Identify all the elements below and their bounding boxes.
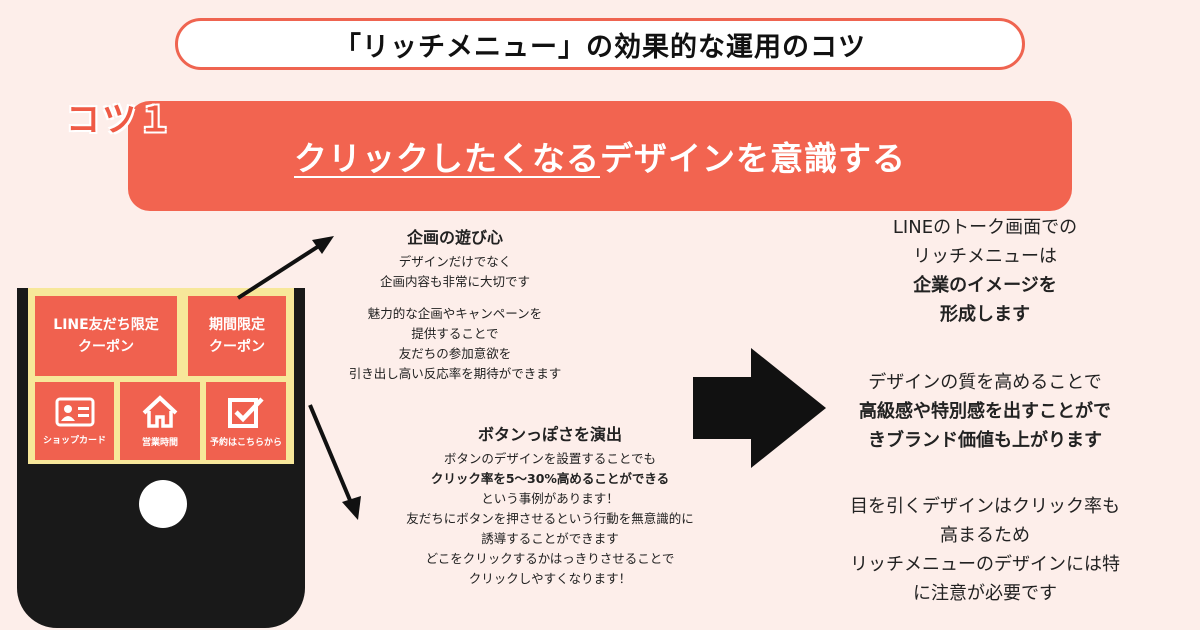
- home-button: [139, 480, 187, 528]
- tile-friend-coupon-line1: LINE友だち限定: [53, 317, 159, 333]
- tile-business-hours-label: 営業時間: [141, 437, 178, 448]
- button-line: クリックしやすくなります！: [468, 571, 632, 586]
- fun-line: 友だちの参加意欲を: [398, 346, 512, 361]
- rich-menu-screen: LINE友だち限定 クーポン 期間限定 クーポン ショップカード: [28, 288, 294, 464]
- right-block-attention: 目を引くデザインはクリック率も 高まるため リッチメニューのデザインには特 に注…: [805, 492, 1165, 608]
- tile-period-coupon: 期間限定 クーポン: [188, 296, 286, 376]
- right-line: 高まるため: [940, 525, 1030, 546]
- tile-period-coupon-line2: クーポン: [209, 339, 265, 355]
- right-block-quality: デザインの質を高めることで 高級感や特別感を出すことがで きブランド価値も上がり…: [805, 368, 1165, 455]
- section-button-feel-heading: ボタンっぽさを演出: [477, 425, 622, 444]
- button-line: どこをクリックするかはっきりさせることで: [425, 551, 675, 566]
- tile-period-coupon-line1: 期間限定: [209, 317, 265, 333]
- banner-underlined-text: クリックしたくなる: [294, 139, 600, 178]
- banner-text: デザインを意識する: [600, 139, 906, 178]
- page-title-text: 「リッチメニュー」の効果的な運用のコツ: [334, 31, 866, 63]
- tile-friend-coupon-line2: クーポン: [77, 339, 134, 355]
- checkbox-icon: [228, 396, 264, 428]
- section-planning-fun: 企画の遊び心 デザインだけでなく 企画内容も非常に大切です 魅力的な企画やキャン…: [305, 228, 605, 384]
- section-planning-fun-heading: 企画の遊び心: [406, 228, 503, 247]
- fun-line: 引き出し高い反応率を期待ができます: [348, 366, 562, 381]
- button-line-bold: クリック率を5〜30%高めることができる: [430, 471, 670, 486]
- right-line: LINEのトーク画面での: [892, 217, 1078, 238]
- big-arrow-right-icon: [693, 348, 826, 468]
- right-line: に注意が必要です: [913, 583, 1057, 604]
- right-line-bold: 企業のイメージを: [913, 275, 1057, 296]
- tile-shop-card-label: ショップカード: [42, 435, 106, 446]
- phone-illustration: LINE友だち限定 クーポン 期間限定 クーポン ショップカード: [17, 288, 305, 628]
- tile-friend-coupon: LINE友だち限定 クーポン: [35, 296, 177, 376]
- button-line: という事例があります！: [481, 491, 619, 506]
- tile-business-hours: 営業時間: [120, 382, 200, 460]
- button-line: 友だちにボタンを押させるという行動を無意識的に: [406, 511, 694, 526]
- right-line-bold: 高級感や特別感を出すことがで: [859, 401, 1111, 422]
- tile-reservation: 予約はこちらから: [206, 382, 286, 460]
- arrow-up-icon: [236, 236, 334, 300]
- fun-line: 企画内容も非常に大切です: [379, 274, 530, 289]
- right-line: デザインの質を高めることで: [868, 372, 1102, 393]
- right-line-bold: 形成します: [940, 304, 1030, 325]
- fun-line: デザインだけでなく: [398, 254, 512, 269]
- right-line: リッチメニューは: [913, 246, 1057, 267]
- button-line: 誘導することができます: [481, 531, 619, 546]
- right-line-bold: きブランド価値も上がります: [868, 430, 1102, 451]
- fun-line: 提供することで: [411, 326, 499, 341]
- house-icon: [142, 394, 178, 428]
- button-line: ボタンのデザインを設置することでも: [443, 451, 657, 466]
- id-card-icon: [55, 397, 94, 426]
- section-button-feel: ボタンっぽさを演出 ボタンのデザインを設置することでも クリック率を5〜30%高…: [355, 425, 745, 589]
- tile-shop-card: ショップカード: [35, 382, 114, 460]
- tip-label: コツ１: [66, 100, 174, 140]
- tile-reservation-label: 予約はこちらから: [209, 437, 282, 448]
- right-line: 目を引くデザインはクリック率も: [850, 496, 1120, 517]
- page-title: 「リッチメニュー」の効果的な運用のコツ: [175, 18, 1025, 70]
- right-line: リッチメニューのデザインには特: [850, 554, 1120, 575]
- fun-line: 魅力的な企画やキャンペーンを: [367, 306, 543, 321]
- tip-banner: クリックしたくなるデザインを意識する: [128, 101, 1072, 211]
- arrow-down-icon: [308, 404, 361, 520]
- right-block-image: LINEのトーク画面での リッチメニューは 企業のイメージを 形成します: [805, 213, 1165, 329]
